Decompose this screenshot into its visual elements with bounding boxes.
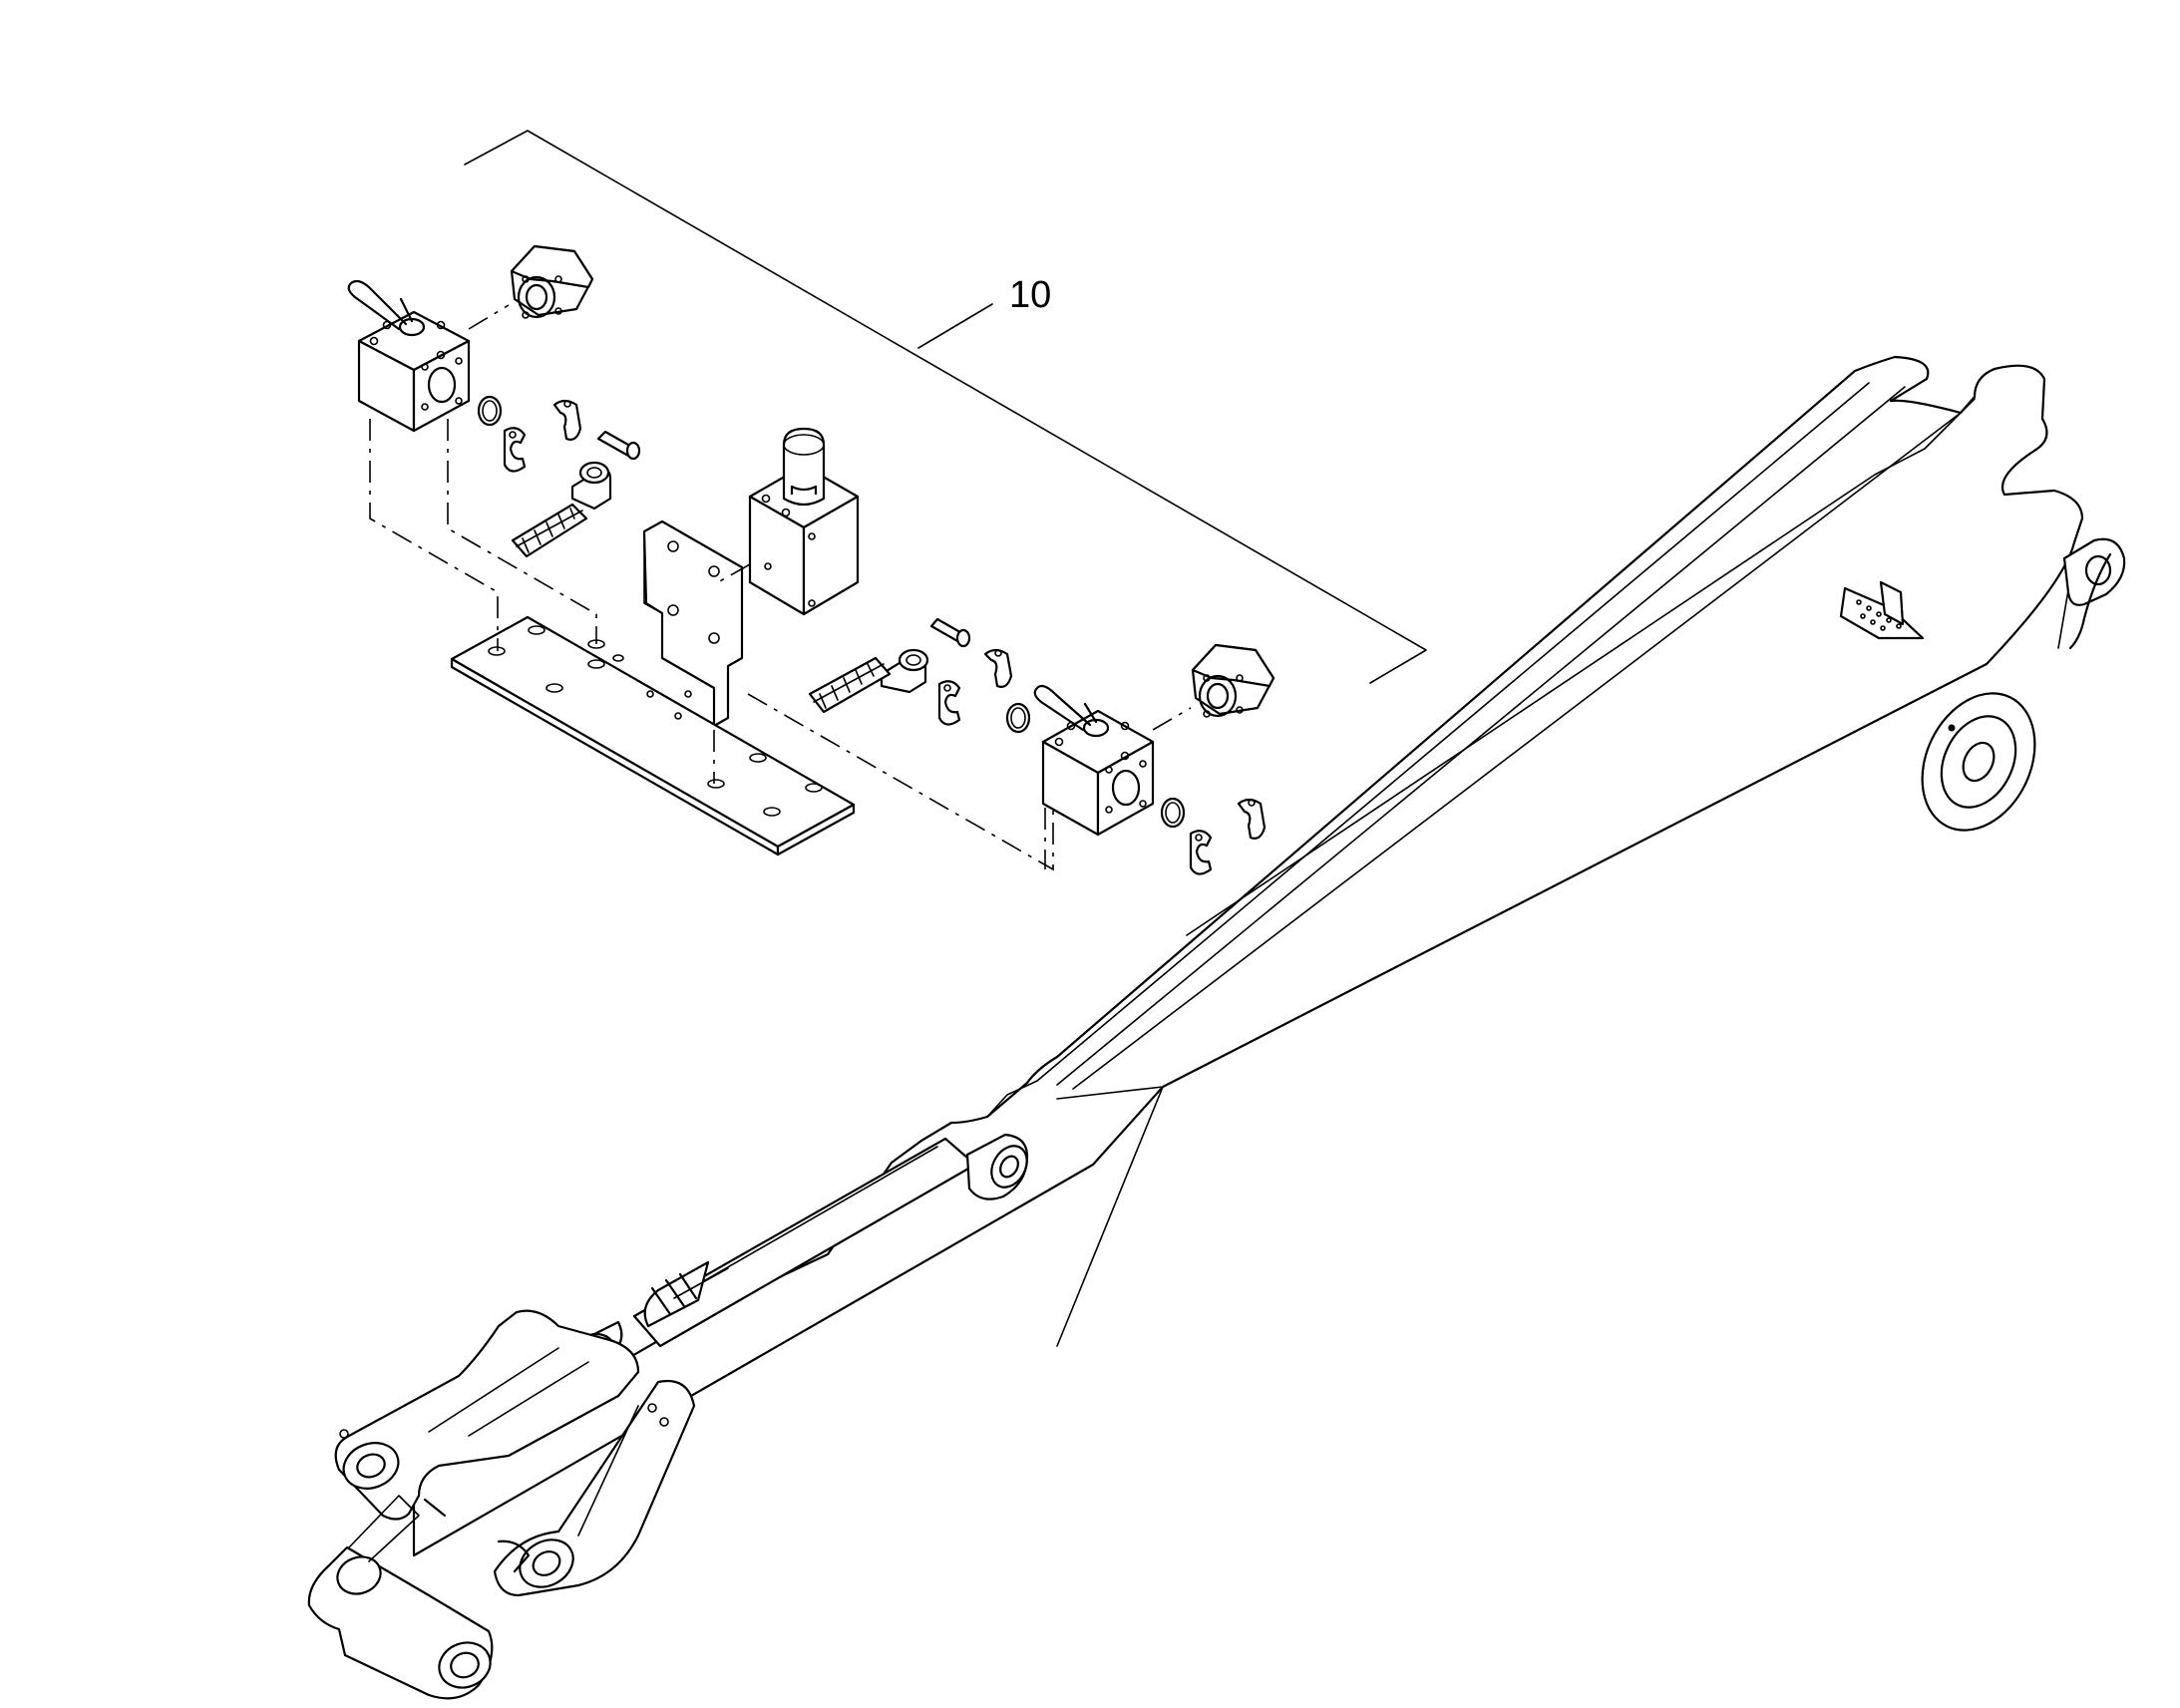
callout-label-10[interactable]: 10 <box>1009 274 1051 316</box>
left-cap-screw[interactable] <box>596 430 641 461</box>
left-split-flange-half-a[interactable] <box>503 427 527 473</box>
assembly-guide-lines <box>369 419 1054 871</box>
right-split-flange-half-b[interactable] <box>1237 798 1267 840</box>
left-hose-fitting[interactable] <box>511 461 612 558</box>
left-split-flange-half-b[interactable] <box>552 399 582 441</box>
left-flange-nut[interactable] <box>510 244 594 319</box>
right-split-flange-half-a[interactable] <box>1189 830 1213 875</box>
right-o-ring-b[interactable] <box>1005 702 1031 734</box>
mounting-bracket[interactable] <box>642 519 744 728</box>
center-split-flange-half-a[interactable] <box>937 680 961 726</box>
left-shutoff-valve[interactable] <box>347 279 471 433</box>
left-flange-leader <box>468 304 510 330</box>
right-shutoff-valve[interactable] <box>1033 684 1155 837</box>
callout-bracket <box>464 130 1427 684</box>
right-flange-nut[interactable] <box>1191 643 1275 718</box>
center-accumulator-block[interactable] <box>748 427 860 616</box>
excavator-boom <box>307 355 2126 1700</box>
center-split-flange-half-b[interactable] <box>983 648 1013 688</box>
left-o-ring[interactable] <box>477 395 503 427</box>
right-flange-leader <box>1152 707 1192 731</box>
right-cap-screw[interactable] <box>929 617 971 648</box>
right-o-ring-a[interactable] <box>1160 797 1186 829</box>
right-hose-fitting[interactable] <box>808 648 929 714</box>
base-mounting-plate[interactable] <box>450 615 856 856</box>
